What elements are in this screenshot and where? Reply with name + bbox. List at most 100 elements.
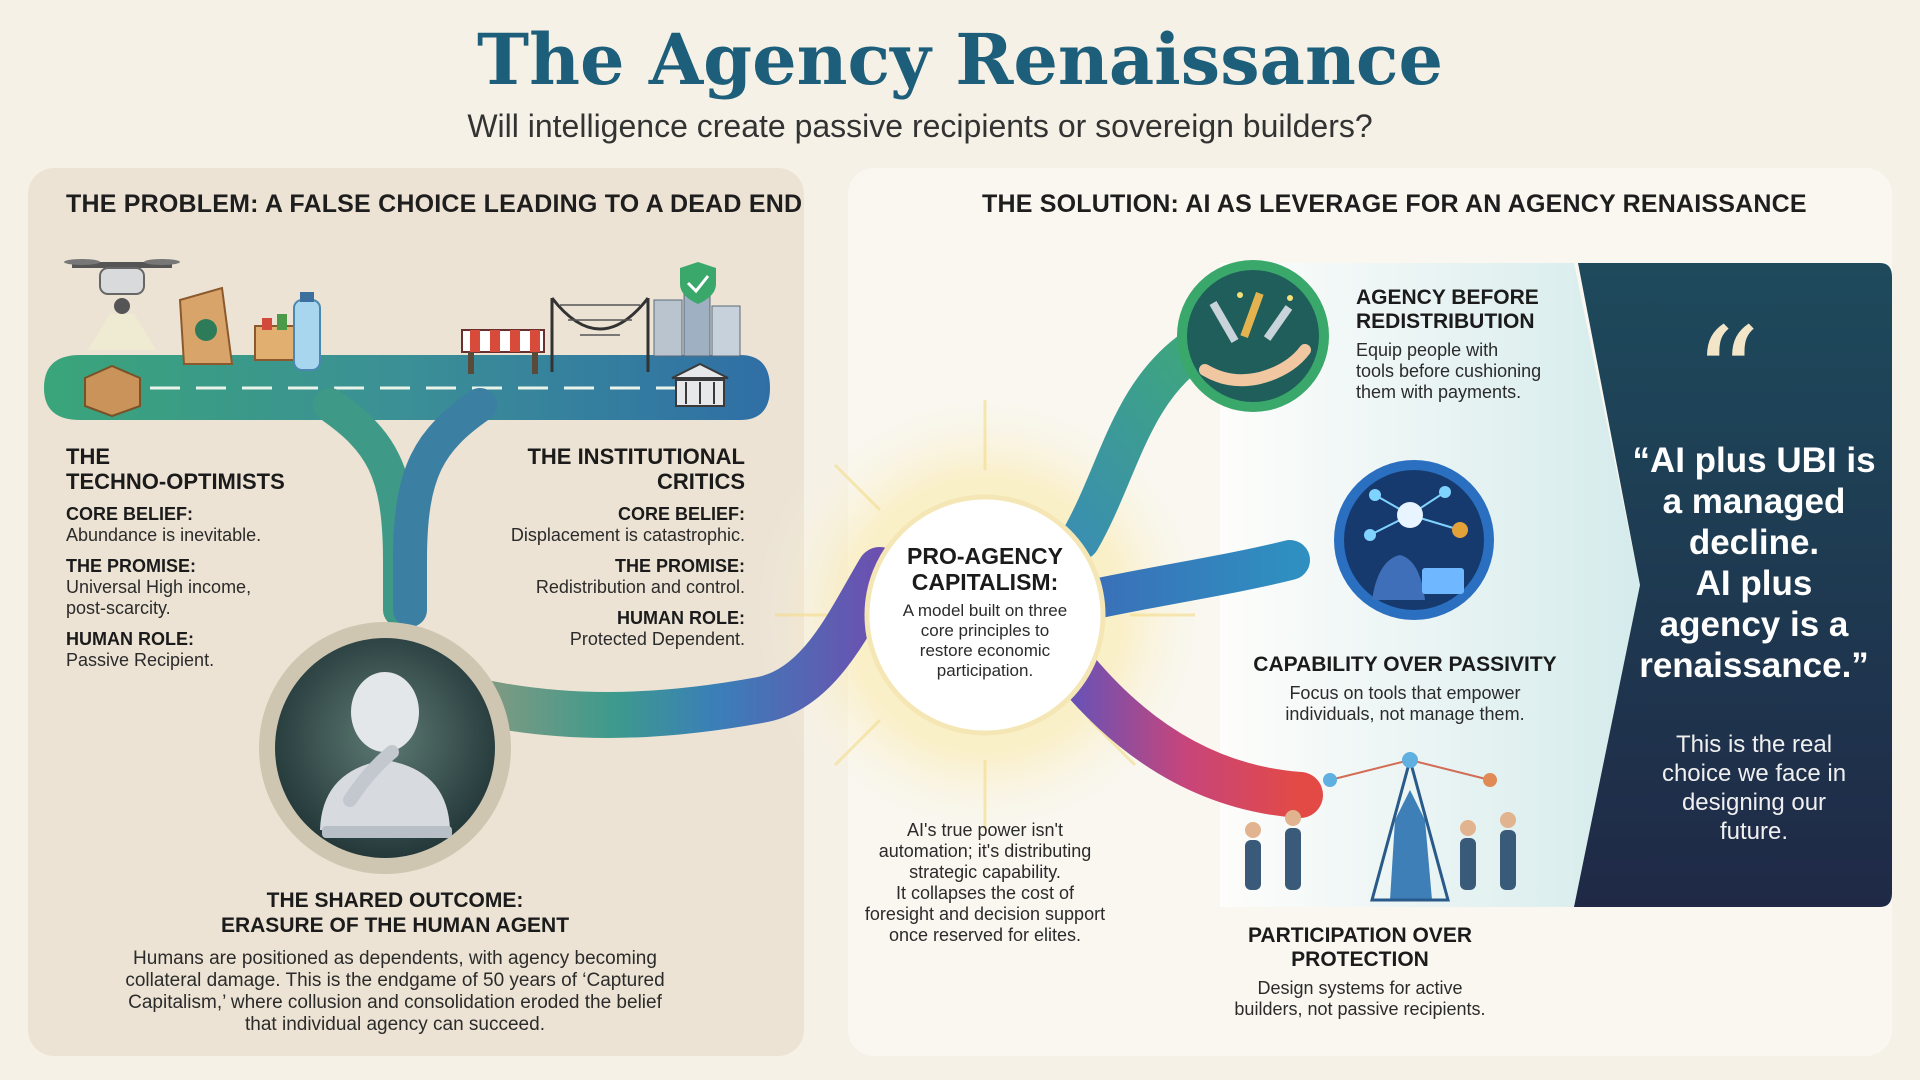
- optimists-role-label: HUMAN ROLE:: [66, 629, 194, 649]
- hand-tools-icon: [1199, 292, 1311, 387]
- quote-line5: agency is a: [1659, 605, 1849, 644]
- principle1-line1: Equip people with: [1356, 340, 1499, 360]
- quote-line2: a managed: [1662, 482, 1846, 521]
- optimists-promise-line2: post-scarcity.: [66, 598, 171, 618]
- optimists-belief: Abundance is inevitable.: [66, 525, 262, 545]
- quote-subtext: This is the real choice we face in desig…: [1624, 730, 1884, 846]
- hub-title-line1: PRO-AGENCY: [907, 543, 1063, 569]
- problem-heading: THE PROBLEM: A FALSE CHOICE LEADING TO A…: [66, 190, 803, 218]
- power-line3: strategic capability.: [909, 862, 1061, 882]
- principle-capability-title: CAPABILITY OVER PASSIVITY: [1253, 653, 1557, 676]
- hub-title-line2: CAPITALISM:: [911, 569, 1059, 595]
- drone-icon: [64, 259, 180, 350]
- hub-line3: restore economic: [919, 641, 1051, 660]
- quote-line3: decline.: [1688, 523, 1820, 562]
- principle1-line3: them with payments.: [1356, 382, 1522, 402]
- quote-sub-line1: This is the real: [1675, 731, 1833, 758]
- thinking-person-icon: [320, 672, 452, 838]
- ai-power-text: AI's true power isn't automation; it's d…: [845, 820, 1125, 946]
- solution-heading: THE SOLUTION: AI AS LEVERAGE FOR AN AGEN…: [982, 190, 1807, 218]
- page-title: The Agency Renaissance: [476, 18, 1444, 101]
- principle-agency-title: AGENCY BEFORE REDISTRIBUTION: [1356, 286, 1596, 334]
- critics-role-label: HUMAN ROLE:: [617, 608, 745, 628]
- shield-check-icon: [680, 262, 716, 304]
- shared-outcome-title: THE SHARED OUTCOME: ERASURE OF THE HUMAN…: [110, 888, 680, 938]
- principle-capability-block: CAPABILITY OVER PASSIVITY Focus on tools…: [1240, 652, 1570, 725]
- quote-mark-icon: “: [1693, 299, 1761, 451]
- right-branch: [393, 388, 497, 627]
- outcome-line2: collateral damage. This is the endgame o…: [125, 970, 665, 991]
- power-line4: It collapses the cost of: [895, 883, 1075, 903]
- outcome-line3: Capitalism,’ where collusion and consoli…: [128, 992, 662, 1013]
- optimists-promise-line1: Universal High income,: [66, 577, 252, 597]
- critics-role: Protected Dependent.: [569, 629, 745, 649]
- quote-sub-line4: future.: [1719, 818, 1789, 845]
- principle3-title-line2: PROTECTION: [1291, 948, 1429, 971]
- principle1-line2: tools before cushioning: [1356, 361, 1542, 381]
- hub-line2: core principles to: [920, 621, 1050, 640]
- hub-line4: participation.: [936, 661, 1034, 680]
- critics-title: THE INSTITUTIONAL CRITICS: [445, 444, 745, 494]
- hub-title: PRO-AGENCY CAPITALISM:: [875, 543, 1095, 595]
- power-line5: foresight and decision support: [864, 904, 1106, 924]
- principle-agency-block: AGENCY BEFORE REDISTRIBUTION Equip peopl…: [1356, 286, 1596, 403]
- principle-participation-block: PARTICIPATION OVER PROTECTION Design sys…: [1200, 924, 1520, 1020]
- principle1-title-line1: AGENCY BEFORE: [1356, 286, 1539, 309]
- critics-promise: Redistribution and control.: [535, 577, 745, 597]
- optimists-role: Passive Recipient.: [66, 650, 215, 670]
- shared-outcome-block: THE SHARED OUTCOME: ERASURE OF THE HUMAN…: [110, 888, 680, 1036]
- power-line6: once reserved for elites.: [888, 925, 1082, 945]
- principle3-line2: builders, not passive recipients.: [1234, 999, 1486, 1019]
- principle-participation-title: PARTICIPATION OVER PROTECTION: [1200, 924, 1520, 972]
- principle1-title-line2: REDISTRIBUTION: [1356, 310, 1535, 333]
- grocery-bag-icon: [178, 286, 234, 365]
- builders-tower-icon: [1245, 752, 1516, 902]
- outcome-line1: Humans are positioned as dependents, wit…: [133, 948, 657, 969]
- optimists-title-line2: TECHNO-OPTIMISTS: [66, 469, 285, 494]
- principle2-line1: Focus on tools that empower: [1289, 683, 1521, 703]
- branch-capability: [1070, 540, 1310, 620]
- bank-icon: [671, 362, 729, 407]
- power-line2: automation; it's distributing: [878, 841, 1092, 861]
- techno-optimists-title: THE TECHNO-OPTIMISTS: [66, 444, 366, 494]
- quote-panel-bg: [1574, 263, 1892, 907]
- quote-line1: “AI plus UBI is: [1632, 441, 1876, 480]
- principle2-line2: individuals, not manage them.: [1285, 704, 1525, 724]
- principle-capability-text: Focus on tools that empower individuals,…: [1240, 683, 1570, 725]
- principle3-line1: Design systems for active: [1257, 978, 1463, 998]
- quote-sub-line3: designing our: [1681, 789, 1827, 816]
- power-line1: AI's true power isn't: [907, 820, 1063, 840]
- institutional-critics-block: THE INSTITUTIONAL CRITICS CORE BELIEF: D…: [445, 444, 745, 650]
- critics-belief: Displacement is catastrophic.: [510, 525, 745, 545]
- hub-circle: [864, 494, 1106, 736]
- water-bottle-icon: [293, 292, 321, 371]
- branch-participation: [1052, 647, 1323, 818]
- hub-text: A model built on three core principles t…: [875, 601, 1095, 681]
- hub-block: PRO-AGENCY CAPITALISM: A model built on …: [875, 543, 1095, 681]
- page-subtitle: Will intelligence create passive recipie…: [467, 108, 1373, 144]
- main-road: [447, 547, 903, 738]
- optimists-title-line1: THE: [66, 444, 110, 469]
- safety-net-icon: [550, 297, 650, 372]
- optimists-promise-label: THE PROMISE:: [66, 556, 197, 576]
- critics-title-line1: THE INSTITUTIONAL: [527, 444, 745, 469]
- quote-line6: renaissance.”: [1639, 646, 1869, 685]
- principle-agency-text: Equip people with tools before cushionin…: [1356, 340, 1596, 403]
- hub-rays: [775, 400, 1195, 830]
- road-barrier-icon: [461, 329, 545, 374]
- techno-optimists-block: THE TECHNO-OPTIMISTS CORE BELIEF: Abunda…: [66, 444, 366, 671]
- principle-participation-text: Design systems for active builders, not …: [1200, 978, 1520, 1020]
- outcome-title-line2: ERASURE OF THE HUMAN AGENT: [220, 914, 570, 937]
- network-user-icon: [1364, 486, 1468, 600]
- quote-line4: AI plus: [1695, 564, 1813, 603]
- quote-text: “AI plus UBI is a managed decline. AI pl…: [1624, 440, 1884, 686]
- principle3-title-line1: PARTICIPATION OVER: [1247, 924, 1472, 947]
- outcome-title-line1: THE SHARED OUTCOME:: [266, 889, 524, 912]
- shared-outcome-text: Humans are positioned as dependents, wit…: [110, 948, 680, 1036]
- quote-sub-line2: choice we face in: [1661, 760, 1847, 787]
- optimists-belief-label: CORE BELIEF:: [66, 504, 194, 524]
- critics-promise-label: THE PROMISE:: [614, 556, 745, 576]
- critics-belief-label: CORE BELIEF:: [617, 504, 745, 524]
- hub-line1: A model built on three: [902, 601, 1068, 620]
